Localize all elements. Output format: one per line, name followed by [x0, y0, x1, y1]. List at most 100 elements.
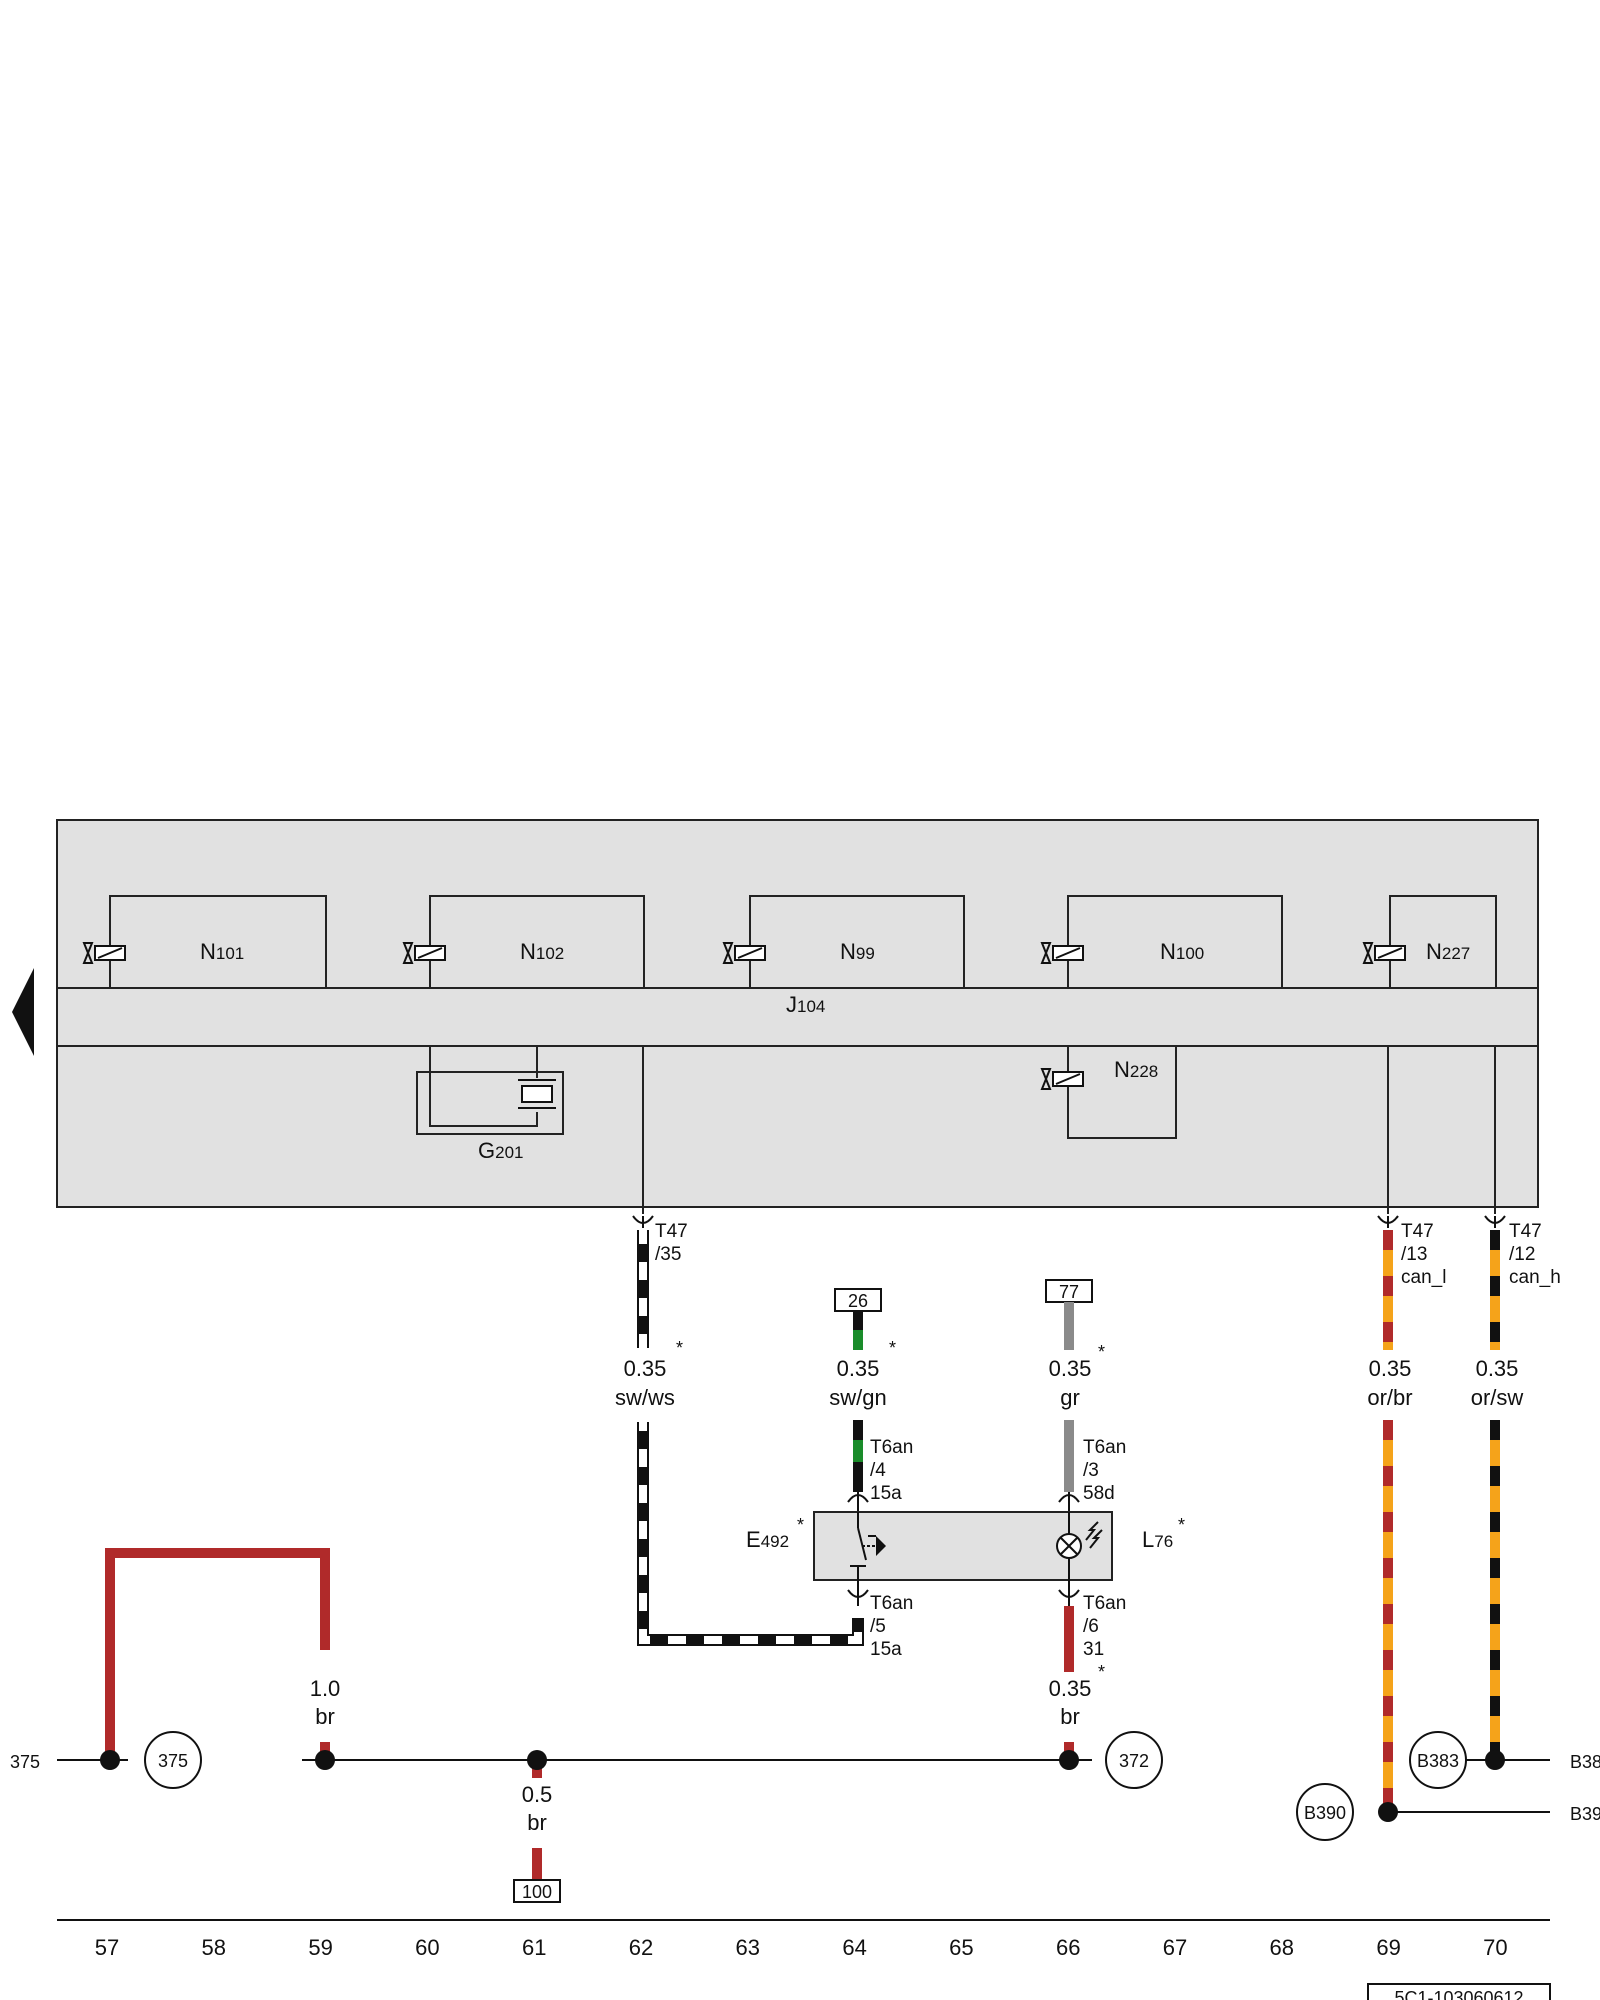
column-number: 61 — [522, 1935, 546, 1960]
column-number: 65 — [949, 1935, 973, 1960]
svg-text:*: * — [1178, 1515, 1185, 1535]
svg-text:T6an: T6an — [1083, 1593, 1126, 1614]
svg-text:/3: /3 — [1083, 1460, 1099, 1481]
svg-text:*: * — [676, 1338, 683, 1358]
svg-text:or/sw: or/sw — [1471, 1385, 1524, 1410]
svg-text:/35: /35 — [655, 1244, 681, 1265]
edge-label-b39: B39 — [1570, 1804, 1600, 1824]
column-number: 63 — [736, 1935, 760, 1960]
svg-text:*: * — [889, 1338, 896, 1358]
valve-n100-label: N100 — [1160, 939, 1204, 964]
connector-t6an-4: T6an /4 15a — [847, 1437, 913, 1512]
svg-text:sw/gn: sw/gn — [829, 1385, 886, 1410]
svg-text:T47: T47 — [1509, 1221, 1542, 1242]
wire-66-gr: 77 0.35 * gr — [1045, 1279, 1105, 1492]
valve-n102-label: N102 — [520, 939, 564, 964]
svg-text:375: 375 — [158, 1751, 188, 1771]
svg-text:T6an: T6an — [1083, 1437, 1126, 1458]
column-number: 62 — [629, 1935, 653, 1960]
edge-label-b38: B38 — [1570, 1752, 1600, 1772]
junction-dot — [527, 1750, 547, 1770]
svg-text:0.35: 0.35 — [1049, 1356, 1092, 1381]
column-number: 59 — [308, 1935, 332, 1960]
wire-62-sw-ws: 0.35 * sw/ws — [615, 1230, 864, 1646]
svg-text:br: br — [1060, 1704, 1080, 1729]
valve-symbol-icon — [82, 942, 94, 964]
wire-69-or-br: 0.35 or/br — [1367, 1230, 1413, 1812]
valve-n99-label: N99 — [840, 939, 875, 964]
control-unit-bar — [56, 987, 1539, 1047]
svg-text:/4: /4 — [870, 1460, 886, 1481]
edge-label-375: 375 — [10, 1752, 40, 1772]
svg-text:*: * — [1098, 1342, 1105, 1362]
svg-text:0.35: 0.35 — [837, 1356, 880, 1381]
svg-text:can_h: can_h — [1509, 1267, 1561, 1288]
svg-text:0.35: 0.35 — [1476, 1356, 1519, 1381]
valve-symbol-icon — [1040, 1068, 1052, 1090]
svg-text:sw/ws: sw/ws — [615, 1385, 675, 1410]
switch-e492-label: E492 — [746, 1527, 789, 1552]
svg-text:100: 100 — [522, 1882, 552, 1902]
valve-n101-label: N101 — [200, 939, 244, 964]
connector-t47-12: T47 /12 can_h — [1484, 1215, 1561, 1288]
wire-57-59-br: 1.0 br — [105, 1548, 341, 1760]
svg-text:br: br — [315, 1704, 335, 1729]
switch-lamp-module: E492 * L76 * — [746, 1511, 1185, 1581]
control-unit-label: J104 — [786, 992, 825, 1017]
svg-text:1.0: 1.0 — [310, 1676, 341, 1701]
column-number: 60 — [415, 1935, 439, 1960]
svg-text:or/br: or/br — [1367, 1385, 1412, 1410]
svg-text:0.35: 0.35 — [624, 1356, 667, 1381]
valve-n100: N100 — [1040, 895, 1283, 988]
valve-n99: N99 — [722, 895, 965, 988]
svg-text:can_l: can_l — [1401, 1267, 1446, 1288]
svg-text:26: 26 — [848, 1291, 868, 1311]
wire-64-sw-gn: 26 0.35 * sw/gn — [829, 1288, 896, 1492]
svg-text:58d: 58d — [1083, 1483, 1115, 1504]
svg-text:372: 372 — [1119, 1751, 1149, 1771]
svg-text:31: 31 — [1083, 1639, 1104, 1660]
junction-dot — [315, 1750, 335, 1770]
valve-symbol-icon — [402, 942, 414, 964]
connector-t47-13: T47 /13 can_l — [1377, 1215, 1446, 1288]
svg-text:/12: /12 — [1509, 1244, 1535, 1265]
ground-point-375: 375 — [144, 1731, 202, 1789]
switch-icon — [876, 1536, 886, 1556]
column-number: 57 — [95, 1935, 119, 1960]
svg-text:*: * — [797, 1515, 804, 1535]
svg-text:/5: /5 — [870, 1616, 886, 1637]
column-number: 66 — [1056, 1935, 1080, 1960]
sensor-g201: G201 — [416, 1046, 564, 1163]
wire-70-or-sw: 0.35 or/sw — [1471, 1230, 1524, 1760]
valve-n101: N101 — [82, 895, 327, 988]
column-number: 68 — [1270, 1935, 1294, 1960]
lamp-l76-label: L76 — [1142, 1527, 1173, 1552]
valve-n228-label: N228 — [1114, 1057, 1158, 1082]
svg-text:15a: 15a — [870, 1483, 902, 1504]
column-number: 69 — [1376, 1935, 1400, 1960]
column-number: 64 — [842, 1935, 866, 1960]
column-number: 67 — [1163, 1935, 1187, 1960]
ground-point-372: 372 — [1105, 1731, 1163, 1789]
junction-dot — [1485, 1750, 1505, 1770]
svg-text:0.35: 0.35 — [1369, 1356, 1412, 1381]
ref-box-100 — [513, 1879, 561, 1903]
sensor-g201-label: G201 — [478, 1138, 524, 1163]
svg-text:0.35: 0.35 — [1049, 1676, 1092, 1701]
valve-symbol-icon — [722, 942, 734, 964]
junction-dot — [1059, 1750, 1079, 1770]
connector-t6an-3: T6an /3 58d — [1058, 1437, 1126, 1512]
valve-n102: N102 — [402, 895, 645, 988]
svg-text:15a: 15a — [870, 1639, 902, 1660]
wire-61-br: 0.5 br 100 — [513, 1760, 561, 1903]
svg-text:B390: B390 — [1304, 1803, 1346, 1823]
valve-symbol-icon — [1040, 942, 1052, 964]
column-number: 58 — [202, 1935, 226, 1960]
valve-n227-label: N227 — [1426, 939, 1470, 964]
continuation-arrow-icon — [12, 968, 34, 1056]
svg-text:/13: /13 — [1401, 1244, 1427, 1265]
can-point-b383: B383 — [1409, 1731, 1467, 1789]
valve-symbol-icon — [1362, 942, 1374, 964]
